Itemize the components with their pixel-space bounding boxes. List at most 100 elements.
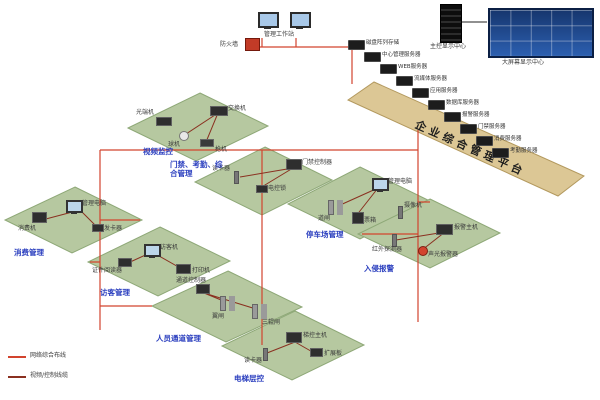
zone-label-video: 视频监控 <box>143 147 173 156</box>
server-icon-access <box>460 124 477 134</box>
server-label: 数据库服务器 <box>446 100 480 106</box>
server-label: 流媒体服务器 <box>414 76 448 82</box>
platform-consumption <box>3 186 144 254</box>
device-label: 票箱 <box>364 217 377 224</box>
elevator-reader-icon <box>263 348 268 361</box>
server-label: 考勤服务器 <box>510 148 538 154</box>
device-label: 管理电脑 <box>388 178 413 185</box>
zone-label-visitor: 访客管理 <box>100 288 130 297</box>
device-label: 摄像机 <box>404 202 423 209</box>
ir-detector-icon <box>392 234 397 247</box>
device-label: 枪机 <box>215 146 228 153</box>
server-label: 报警服务器 <box>462 112 490 118</box>
zone-label-consumption: 消费管理 <box>14 248 44 257</box>
server-icon-attendance <box>492 148 509 158</box>
device-label: 通道控制器 <box>176 277 207 284</box>
server-rack-icon <box>440 4 462 43</box>
workstation-label: 管理工作站 <box>264 31 295 38</box>
platform-passage <box>150 270 304 343</box>
device-label: 读卡器 <box>212 165 231 172</box>
server-icon-alarm <box>444 112 461 122</box>
device-label: 读卡器 <box>244 357 263 364</box>
server-icon-web <box>380 64 397 74</box>
device-label: 发卡器 <box>104 225 123 232</box>
card-reader-icon <box>234 171 239 184</box>
workstation-icon <box>258 12 279 29</box>
server-label: 门禁服务器 <box>478 124 506 130</box>
device-label: 红外探测器 <box>372 246 403 253</box>
management-pc-icon <box>66 200 83 214</box>
zone-label-access: 门禁、考勤、综合管理 <box>170 160 223 178</box>
legend-line-network <box>8 356 26 358</box>
device-label: 交换机 <box>228 105 247 112</box>
parking-camera-icon <box>398 206 403 219</box>
platform-parking <box>286 166 434 240</box>
device-label: 扩展板 <box>324 350 343 357</box>
siren-icon <box>418 246 428 256</box>
platform-banner <box>346 81 585 197</box>
legend-label-control: 视频/控制线缆 <box>30 372 69 379</box>
zone-label-intrusion: 入侵报警 <box>364 264 394 273</box>
server-icon-consume <box>476 136 493 146</box>
zone-label-parking: 停车场管理 <box>306 230 344 239</box>
server-icon-center <box>364 52 381 62</box>
passage-controller-icon <box>196 284 210 294</box>
device-label: 证件阅读器 <box>92 267 123 274</box>
server-icon-storage <box>348 40 365 50</box>
device-label: 声光报警器 <box>428 251 459 258</box>
server-icon-media <box>396 76 413 86</box>
switch-icon <box>210 106 228 116</box>
wing-gate-icon <box>220 296 226 311</box>
video-wall-label: 大屏幕显示中心 <box>502 59 545 66</box>
device-label: 梯控主机 <box>303 332 328 339</box>
video-wall-icon <box>488 8 594 58</box>
pos-terminal-icon <box>32 212 47 223</box>
workstation-icon <box>290 12 311 29</box>
management-pc-icon <box>372 178 389 192</box>
server-label: 中心管理服务器 <box>382 52 421 58</box>
legend-line-control <box>8 376 26 378</box>
elevator-controller-icon <box>286 332 302 343</box>
platform-video-surveillance <box>126 92 270 162</box>
server-label: 消费服务器 <box>494 136 522 142</box>
device-label: 管理电脑 <box>82 200 107 207</box>
device-wiring-lines <box>41 112 446 355</box>
floor-expander-icon <box>310 348 323 357</box>
legend-label-network: 网络综合布线 <box>30 352 67 359</box>
server-label: 磁盘阵列存储 <box>366 40 400 46</box>
zone-label-elevator: 电梯层控 <box>234 374 264 383</box>
device-label: 打印机 <box>192 267 211 274</box>
visitor-kiosk-icon <box>144 244 161 258</box>
platform-elevator <box>220 310 366 381</box>
server-icon-db <box>428 100 445 110</box>
card-issuer-icon <box>92 224 104 232</box>
id-reader-icon <box>118 258 132 267</box>
device-label: 道闸 <box>318 215 331 222</box>
electric-lock-icon <box>256 185 268 193</box>
barrier-gate-icon <box>328 200 334 215</box>
device-label: 门禁控制器 <box>302 159 333 166</box>
device-label: 访客机 <box>160 244 179 251</box>
firewall-icon <box>245 38 260 51</box>
zone-label-passage: 人员通道管理 <box>156 334 201 343</box>
ticket-box-icon <box>352 212 364 224</box>
video-wall-grid <box>490 10 592 56</box>
gun-camera-icon <box>200 139 214 147</box>
tripod-turnstile-icon <box>252 304 258 319</box>
firewall-label: 防火墙 <box>220 41 239 48</box>
device-label: 三辊闸 <box>262 319 281 326</box>
device-label: 翼闸 <box>212 313 225 320</box>
printer-icon <box>176 264 191 274</box>
rack-label: 主控显示中心 <box>430 43 467 50</box>
server-label: WEB服务器 <box>398 64 428 70</box>
platform-intrusion-alarm <box>356 198 502 269</box>
network-trunk-lines <box>90 38 430 345</box>
server-label: 应用服务器 <box>430 88 458 94</box>
platform-visitor <box>86 226 232 297</box>
dome-camera-icon <box>179 131 189 141</box>
device-label: 球机 <box>168 141 181 148</box>
device-label: 消费机 <box>18 225 37 232</box>
device-label: 报警主机 <box>454 224 479 231</box>
